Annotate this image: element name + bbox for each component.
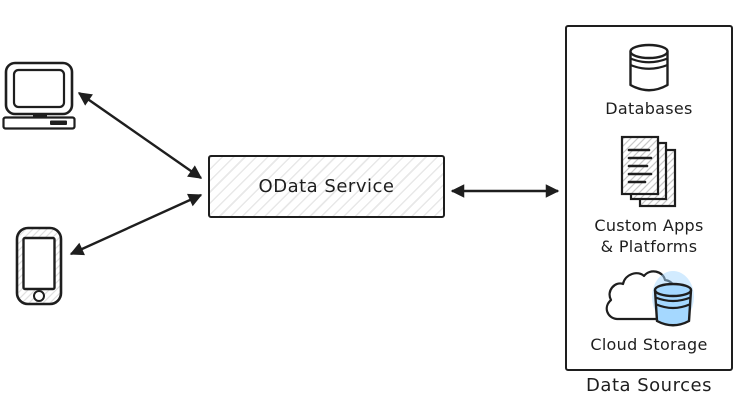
cloud-storage-icon: [603, 266, 695, 330]
data-source-item-cloud-storage: Cloud Storage: [567, 266, 731, 355]
cloud-storage-label: Cloud Storage: [590, 335, 708, 354]
odata-service-label: OData Service: [258, 176, 395, 197]
data-source-item-databases: Databases: [567, 42, 731, 119]
arrow-phone-odata: [69, 193, 203, 256]
data-source-item-custom-apps: Custom Apps & Platforms: [567, 135, 731, 257]
documents-stack-icon: [620, 135, 678, 211]
data-sources-container: Databases: [565, 25, 733, 371]
smartphone-icon: [15, 226, 63, 306]
custom-apps-label: Custom Apps & Platforms: [594, 216, 704, 256]
data-sources-title: Data Sources: [586, 375, 712, 396]
database-icon: [625, 42, 673, 94]
odata-service-box: OData Service: [208, 155, 445, 218]
databases-label: Databases: [605, 99, 693, 118]
desktop-computer-icon: [2, 60, 78, 130]
arrow-desktop-odata: [77, 92, 203, 179]
